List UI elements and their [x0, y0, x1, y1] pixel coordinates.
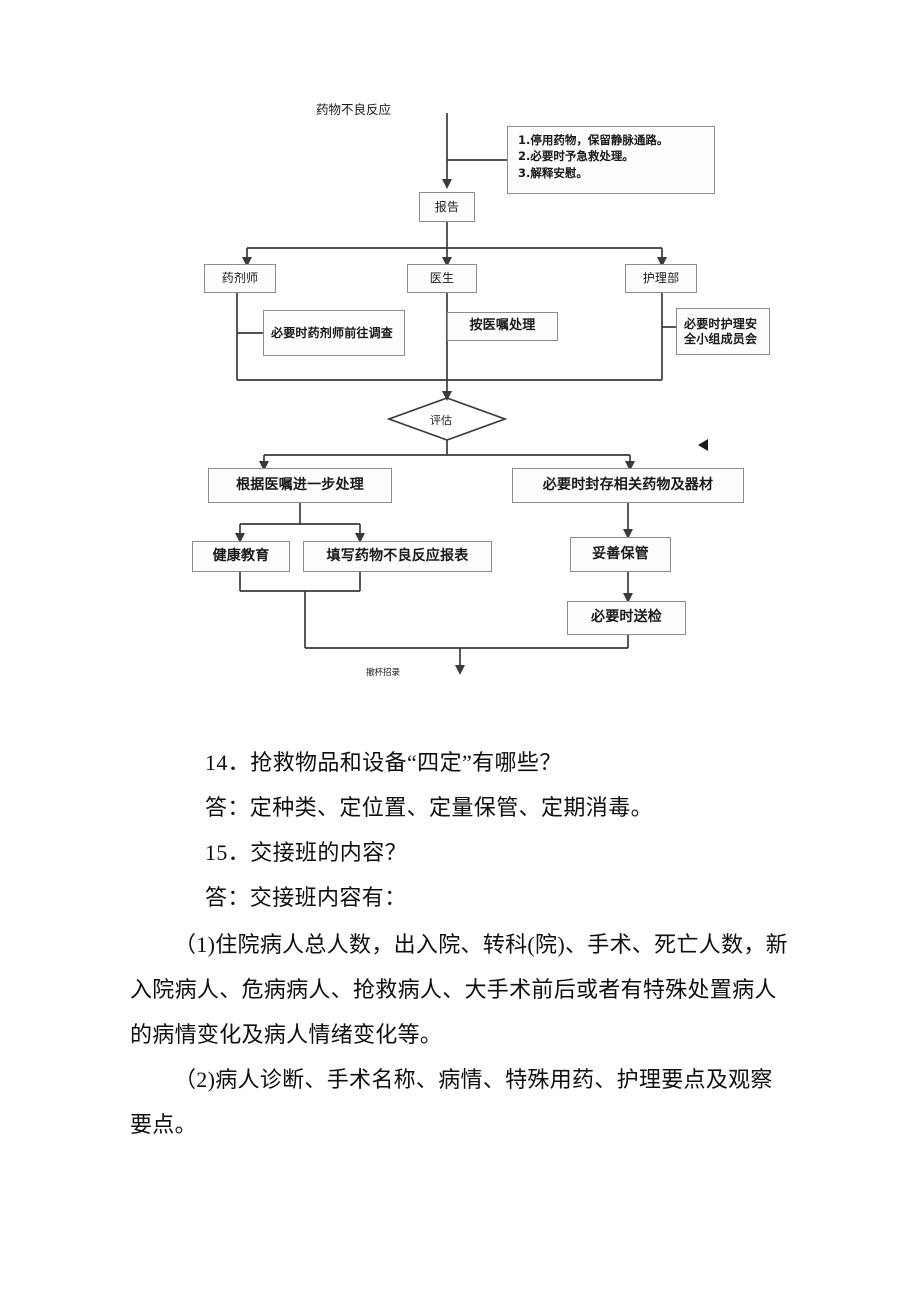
node-pharmacist-investigation: 必要时药剂师前往调查 — [263, 310, 405, 356]
node-evaluate: 评估 — [430, 414, 452, 427]
flowchart-title: 药物不良反应 — [316, 102, 392, 117]
node-follow-doctor-orders: 按医嘱处理 — [447, 312, 558, 341]
flowchart-bottom-label: 撤杯招录 — [366, 668, 401, 678]
node-report: 报告 — [419, 192, 475, 222]
node-pharmacist: 药剂师 — [204, 264, 276, 293]
adverse-drug-reaction-flowchart: 药物不良反应 1.停用药物，保留静脉通路。 2.必要时予急救处理。 3.解释安慰… — [192, 102, 770, 678]
initial-action-2: 2.必要时予急救处理。 — [518, 149, 634, 164]
question-15: 15．交接班的内容？ — [205, 840, 408, 865]
node-nursing-safety-group: 必要时护理安全小组成员会 — [676, 308, 770, 355]
node-nursing-department: 护理部 — [625, 264, 697, 293]
node-send-for-inspection: 必要时送检 — [567, 601, 686, 635]
answer-15-intro: 答：交接班内容有： — [205, 885, 407, 910]
initial-action-1: 1.停用药物，保留静脉通路。 — [518, 133, 669, 147]
initial-actions-box: 1.停用药物，保留静脉通路。 2.必要时予急救处理。 3.解释安慰。 — [507, 126, 715, 194]
answer-14: 答：定种类、定位置、定量保管、定期消毒。 — [205, 795, 654, 820]
answer-15-item-2: （2)病人诊断、手术名称、病情、特殊用药、护理要点及观察要点。 — [130, 1067, 773, 1137]
flowchart-connectors — [234, 113, 708, 676]
node-doctor: 医生 — [407, 264, 477, 293]
answer-15-item-1: （1)住院病人总人数，出入院、转科(院)、手术、死亡人数，新入院病人、危病病人、… — [130, 932, 788, 1047]
initial-action-3: 3.解释安慰。 — [518, 165, 588, 180]
node-safe-keeping: 妥善保管 — [570, 537, 671, 572]
node-further-treatment: 根据医嘱进一步处理 — [208, 468, 392, 503]
question-14: 14．抢救物品和设备“四定”有哪些？ — [205, 750, 562, 775]
node-fill-adr-report-form: 填写药物不良反应报表 — [303, 541, 492, 572]
node-seal-drugs-equipment: 必要时封存相关药物及器材 — [512, 468, 744, 503]
stray-triangle-marker — [698, 439, 708, 451]
node-health-education: 健康教育 — [192, 541, 290, 572]
